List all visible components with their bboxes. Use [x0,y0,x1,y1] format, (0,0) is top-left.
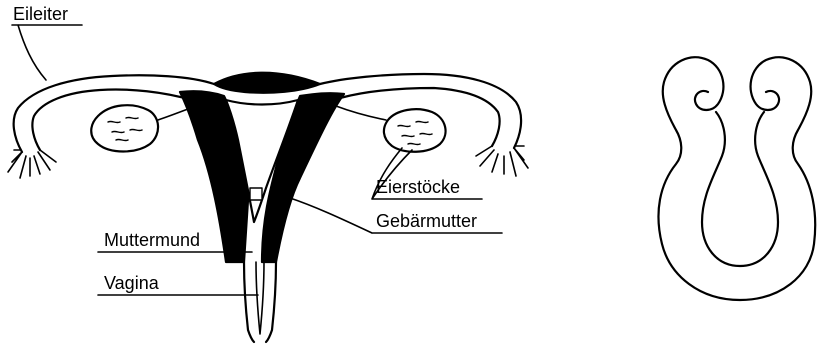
right-ovary-outline [384,109,446,152]
label-cervix: Muttermund [104,230,200,250]
coil-outer-contour [658,57,815,300]
cervix-marker [250,188,262,200]
coil-diagram [658,57,815,300]
label-fallopian-tube: Eileiter [13,4,68,24]
vagina-right-contour [266,262,276,342]
vagina-left-contour [244,262,254,342]
label-vagina: Vagina [104,273,159,293]
vagina-inner-contour [256,262,264,334]
label-ovaries: Eierstöcke [376,177,460,197]
right-fimbriae [476,146,528,176]
uterus-body [180,73,344,342]
leader-eileiter [12,25,82,80]
left-ovary-outline [91,105,158,151]
right-ovary [384,109,446,152]
label-uterus: Gebärmutter [376,211,477,231]
left-ovary [91,105,158,151]
uterus-fundus [214,73,320,93]
left-fimbriae [8,150,56,178]
coil-inner-contour [702,112,778,266]
right-ovarian-ligament [336,106,386,120]
